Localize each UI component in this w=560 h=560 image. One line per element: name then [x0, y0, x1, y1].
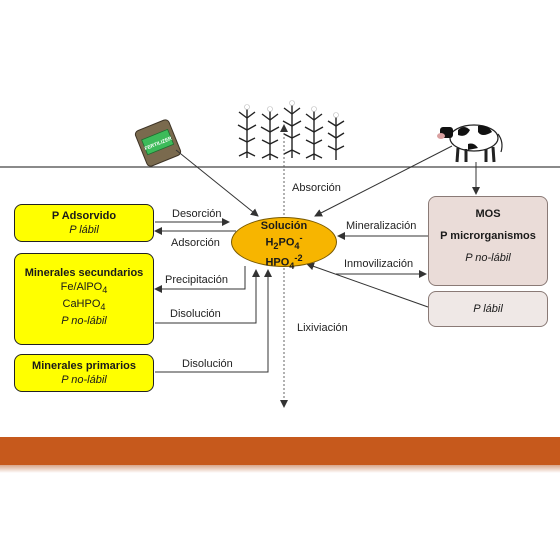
p-adsorbido-title: P Adsorvido [51, 210, 117, 222]
corn-plants-icon [237, 104, 345, 160]
label-disolucion-primarios: Disolución [182, 358, 233, 370]
label-disolucion-secundarios: Disolución [170, 308, 221, 320]
label-absorcion: Absorción [292, 182, 341, 194]
minerales-secundarios-title: Minerales secundarios [24, 267, 144, 279]
solution-formula-h2po4: H2PO4- [265, 233, 303, 251]
solution-oval: Solución H2PO4- HPO4-2 [231, 217, 337, 271]
label-lixiviacion: Lixiviación [297, 322, 348, 334]
solution-title: Solución [260, 220, 308, 232]
minerales-primarios-title: Minerales primarios [32, 360, 136, 372]
corn-tassels [244, 100, 339, 118]
mos-title: MOS [475, 208, 501, 220]
cow-icon [437, 124, 503, 163]
minerales-secundarios-line1: Fe/AlPO4 [60, 281, 108, 296]
minerales-secundarios-sub: P no-lábil [61, 315, 107, 328]
arrow-fertilizer-to-solution [175, 149, 259, 217]
mos-box: MOS P microrganismos P no-lábil [428, 196, 548, 286]
fertilizer-bag-icon: FERTILIZER [134, 119, 182, 167]
soil-band [0, 437, 560, 465]
minerales-secundarios-line2: CaHPO4 [62, 298, 106, 313]
mos-line1: P microrganismos [440, 230, 536, 242]
label-inmovilizacion: Inmovilización [344, 258, 414, 270]
minerales-secundarios-box: Minerales secundarios Fe/AlPO4 CaHPO4 P … [14, 253, 154, 345]
p-labil-box: P lábil [428, 291, 548, 327]
minerales-primarios-box: Minerales primarios P no-lábil [14, 354, 154, 392]
arrow-precipitacion [154, 266, 246, 293]
arrow-disolucion-secundarios [155, 269, 260, 324]
arrow-cow-to-solution [314, 145, 453, 217]
label-desorcion: Desorción [172, 208, 222, 220]
solution-formula-hpo4: HPO4-2 [265, 252, 303, 271]
label-adsorcion: Adsorción [171, 237, 220, 249]
arrow-labil-to-solution [306, 262, 429, 308]
p-adsorbido-sub: P lábil [69, 224, 99, 236]
mos-sub: P no-lábil [465, 252, 511, 264]
minerales-primarios-sub: P no-lábil [61, 374, 107, 386]
label-mineralizacion: Mineralización [346, 220, 417, 232]
p-adsorbido-box: P Adsorvido P lábil [14, 204, 154, 242]
label-precipitacion: Precipitación [165, 274, 228, 286]
p-labil-sub: P lábil [473, 303, 503, 315]
soil-band-shadow [0, 465, 560, 473]
arrow-disolucion-primarios [155, 269, 272, 373]
